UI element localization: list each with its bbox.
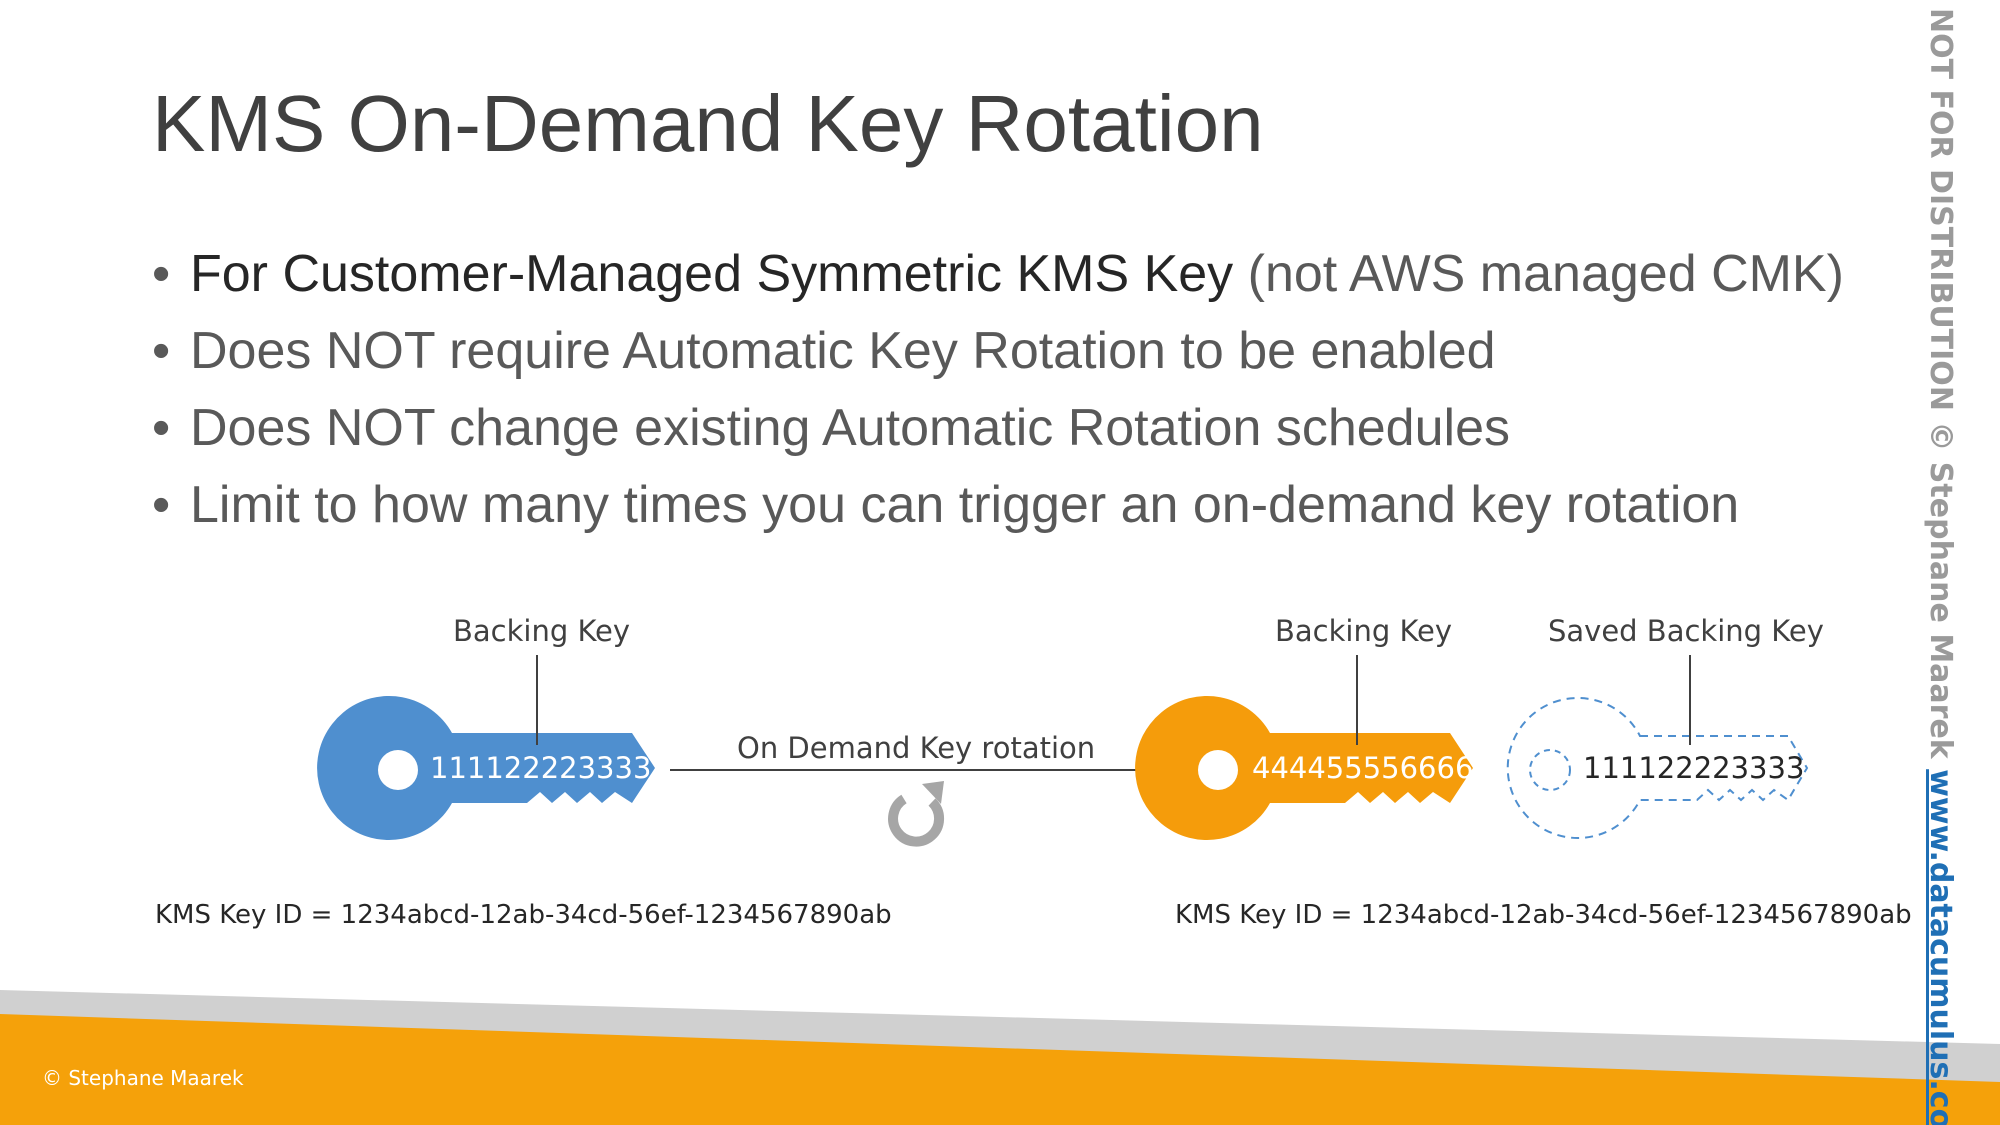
bullet-text: Limit to how many times you can trigger … (190, 476, 1740, 534)
left-key-label: Backing Key (453, 614, 631, 648)
bullet-text: Does NOT change existing Automatic Rotat… (190, 399, 1510, 457)
bullet-item: •For Customer-Managed Symmetric KMS Key … (152, 236, 1844, 313)
left-key-icon (317, 695, 655, 840)
bullet-item: • Does NOT change existing Automatic Rota… (152, 390, 1844, 467)
bullet-item: • Limit to how many times you can trigger… (152, 467, 1844, 544)
slide-title: KMS On-Demand Key Rotation (152, 79, 1264, 168)
bullet-list: •For Customer-Managed Symmetric KMS Key … (152, 236, 1844, 544)
bullet-glyph: • (152, 245, 171, 303)
left-kms-key-id: KMS Key ID = 1234abcd-12ab-34cd-56ef-123… (155, 900, 892, 930)
saved-key-icon (1506, 697, 1809, 839)
bullet-text: (not AWS managed CMK) (1233, 245, 1844, 303)
website-link[interactable]: www.datacumulus.com (1923, 769, 1958, 1125)
distribution-watermark: NOT FOR DISTRIBUTION © Stephane Maarek w… (1920, 8, 1960, 1125)
refresh-icon (888, 781, 945, 847)
bullet-glyph: • (152, 322, 171, 380)
bullet-text: Does NOT require Automatic Key Rotation … (190, 322, 1496, 380)
right-key-label: Backing Key (1275, 614, 1453, 648)
bullet-glyph: • (152, 399, 171, 457)
watermark-text: NOT FOR DISTRIBUTION © Stephane Maarek (1923, 8, 1958, 770)
footer-band (0, 1014, 2000, 1125)
bullet-glyph: • (152, 476, 171, 534)
arrow-label: On Demand Key rotation (737, 731, 1096, 765)
bullet-item: • Does NOT require Automatic Key Rotation… (152, 313, 1844, 390)
right-kms-key-id: KMS Key ID = 1234abcd-12ab-34cd-56ef-123… (1175, 900, 1912, 930)
right-key-value: 444455556666 (1252, 751, 1474, 785)
saved-key-value: 111122223333 (1583, 751, 1805, 785)
bullet-strong-text: For Customer-Managed Symmetric KMS Key (190, 245, 1234, 303)
right-key-icon (1135, 695, 1473, 840)
saved-key-label: Saved Backing Key (1548, 614, 1824, 648)
left-key-value: 111122223333 (430, 751, 652, 785)
footer-copyright: © Stephane Maarek (42, 1066, 244, 1090)
